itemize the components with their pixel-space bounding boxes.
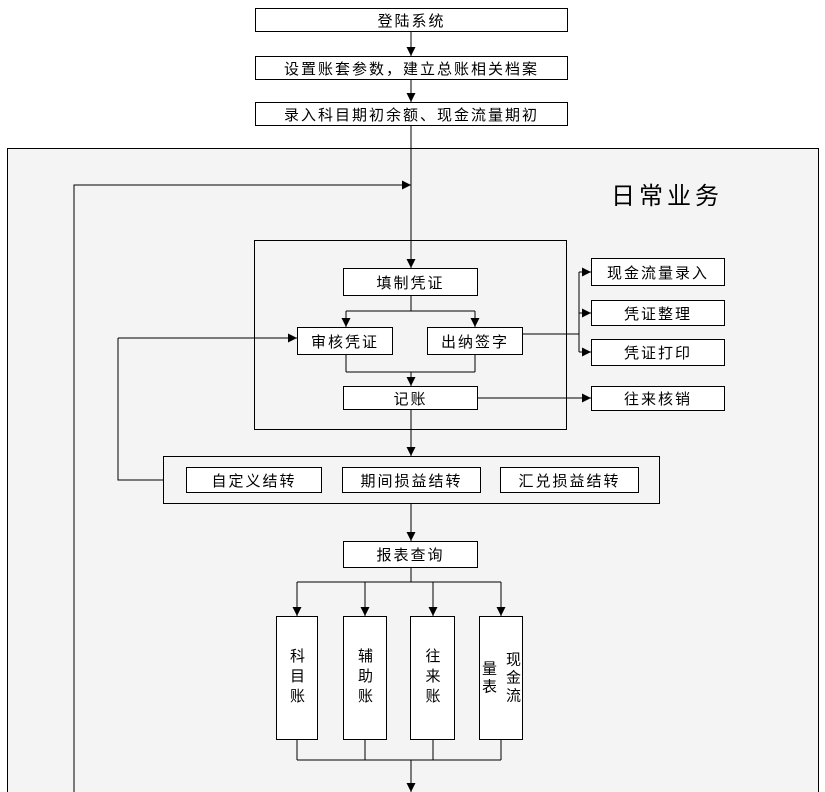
post-step: 记账: [343, 386, 478, 410]
setup-step: 设置账套参数，建立总账相关档案: [255, 56, 568, 80]
report-query-step: 报表查询: [343, 541, 478, 568]
fill-voucher-step: 填制凭证: [343, 268, 478, 296]
aux-ledger-label: 辅助账: [356, 648, 374, 708]
voucher-print-step: 凭证打印: [591, 339, 725, 366]
period-pl-transfer-step: 期间损益结转: [342, 467, 481, 493]
cashflow-table-box: 现金流量表: [479, 616, 523, 740]
subject-ledger-box: 科目账: [276, 616, 318, 740]
custom-transfer-step: 自定义结转: [186, 467, 322, 493]
cashflow-table-label: 现金流量表: [480, 651, 522, 705]
fx-pl-transfer-step: 汇兑损益结转: [500, 467, 639, 493]
voucher-arrange-step: 凭证整理: [591, 300, 725, 326]
opening-balance-step: 录入科目期初余额、现金流量期初: [255, 102, 568, 126]
login-step: 登陆系统: [255, 8, 568, 32]
audit-voucher-step: 审核凭证: [297, 327, 393, 355]
current-ledger-label: 往来账: [423, 648, 442, 708]
subject-ledger-label: 科目账: [288, 648, 306, 708]
cashflow-entry-step: 现金流量录入: [591, 258, 725, 286]
daily-business-title: 日常业务: [611, 182, 723, 210]
current-ledger-box: 往来账: [410, 616, 455, 740]
aux-ledger-box: 辅助账: [343, 616, 387, 740]
cashier-sign-step: 出纳签字: [427, 327, 523, 355]
writeoff-step: 往来核销: [591, 386, 725, 411]
